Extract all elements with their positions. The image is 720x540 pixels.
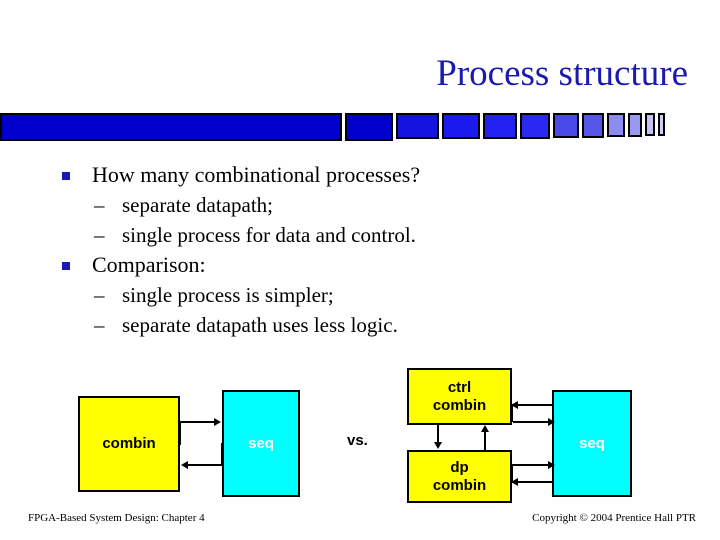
box-ctrl-combin[interactable]: ctrl combin	[407, 368, 512, 425]
decor-block-1	[0, 113, 342, 141]
connector-ctrl-to-seq-line	[513, 421, 553, 423]
decor-block-5	[483, 113, 517, 139]
arrow-seq-to-ctrl	[511, 401, 518, 409]
connector-seq-to-combin-line	[187, 464, 223, 466]
box-dp-combin[interactable]: dp combin	[407, 450, 512, 503]
square-bullet-icon	[62, 172, 70, 180]
decor-block-2	[345, 113, 393, 141]
square-bullet-icon	[62, 262, 70, 270]
decor-block-6	[520, 113, 550, 139]
decor-block-8	[582, 113, 604, 138]
box-seq-single[interactable]: seq	[222, 390, 300, 497]
arrow-seq-to-dp	[511, 478, 518, 486]
box-dp-combin-line1: dp	[450, 458, 469, 476]
bullet-text: How many combinational processes?	[92, 162, 421, 187]
arrow-seq-to-combin	[181, 461, 188, 469]
box-seq-separate[interactable]: seq	[552, 390, 632, 497]
bullet-list: How many combinational processes?–separa…	[58, 160, 658, 340]
box-combin-single-label: combin	[102, 435, 156, 452]
bullet-item-6: –separate datapath uses less logic.	[58, 310, 658, 340]
footer-chapter-text: FPGA-Based System Design: Chapter 4	[28, 512, 205, 524]
decor-block-7	[553, 113, 579, 138]
arrow-dp-to-ctrl	[481, 425, 489, 432]
arrow-ctrl-to-dp	[434, 442, 442, 449]
bullet-text: single process for data and control.	[122, 223, 416, 247]
dash-bullet-icon: –	[94, 313, 105, 337]
bullet-text: separate datapath uses less logic.	[122, 313, 398, 337]
bullet-text: separate datapath;	[122, 193, 273, 217]
page-title: Process structure	[436, 53, 688, 94]
connector-seq-to-ctrl-line	[517, 404, 553, 406]
connector-seq-to-dp-line	[517, 481, 553, 483]
arrow-combin-to-seq	[214, 418, 221, 426]
connector-combin-to-seq-line	[179, 421, 215, 423]
decor-block-11	[645, 113, 655, 136]
box-ctrl-combin-line2: combin	[432, 396, 487, 414]
bullet-item-3: –single process for data and control.	[58, 220, 658, 250]
decor-block-3	[396, 113, 439, 139]
decor-block-9	[607, 113, 625, 137]
bullet-text: Comparison:	[92, 252, 206, 277]
box-ctrl-combin-line1: ctrl	[447, 378, 472, 396]
dash-bullet-icon: –	[94, 223, 105, 247]
box-dp-combin-line2: combin	[432, 476, 487, 494]
connector-dp-to-ctrl-line	[484, 432, 486, 450]
decor-block-10	[628, 113, 642, 137]
decor-block-12	[658, 113, 665, 136]
decor-block-4	[442, 113, 480, 139]
bullet-text: single process is simpler;	[122, 283, 334, 307]
connector-ctrl-to-dp-line	[437, 425, 439, 443]
footer-copyright-text: Copyright © 2004 Prentice Hall PTR	[532, 512, 696, 524]
bullet-item-1: How many combinational processes?	[58, 160, 658, 190]
box-seq-separate-label: seq	[579, 434, 605, 452]
bullet-item-4: Comparison:	[58, 250, 658, 280]
box-combin-single[interactable]: combin	[78, 396, 180, 492]
box-ctrl-combin-label: ctrl combin	[433, 379, 486, 415]
box-dp-combin-label: dp combin	[433, 459, 486, 495]
bullet-item-5: –single process is simpler;	[58, 280, 658, 310]
bullet-item-2: –separate datapath;	[58, 190, 658, 220]
connector-dp-to-seq-line	[513, 464, 553, 466]
dash-bullet-icon: –	[94, 193, 105, 217]
decorative-block-bar	[0, 113, 720, 141]
vs-separator-label: vs.	[347, 432, 368, 449]
box-seq-single-label: seq	[248, 434, 274, 452]
dash-bullet-icon: –	[94, 283, 105, 307]
